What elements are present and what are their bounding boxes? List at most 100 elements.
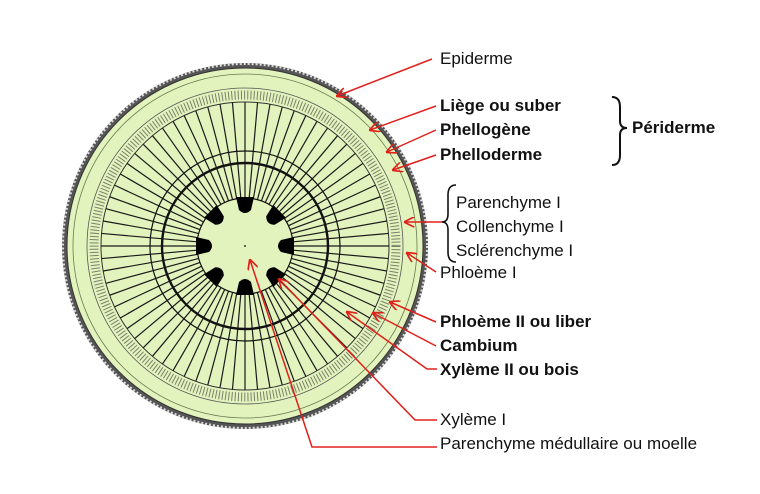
medullary-ray (256, 106, 283, 200)
medullary-ray (260, 110, 295, 202)
medullary-ray (126, 273, 207, 330)
medullary-ray (288, 265, 376, 308)
label-periderme: Périderme (632, 118, 716, 137)
xyleme-1-bundle (196, 237, 212, 255)
label-parenchyme-1: Parenchyme I (456, 193, 561, 212)
arrow-xyleme-1 (279, 279, 437, 421)
medullary-ray (231, 293, 242, 390)
xyleme-1-bundle (236, 279, 254, 295)
medullary-ray (291, 257, 385, 284)
medullary-ray (289, 261, 381, 296)
medullary-ray (161, 127, 218, 208)
medullary-ray (268, 120, 318, 205)
label-phloeme-1: Phloème I (440, 263, 517, 282)
medullary-ray (286, 173, 371, 223)
arrow-epiderme (337, 58, 433, 96)
label-xyleme-1: Xylème I (440, 410, 507, 429)
phloeme-1-band (89, 90, 401, 402)
xyleme-1-bundle-shape (266, 204, 287, 225)
medullary-ray (161, 284, 218, 365)
medullary-ray (260, 290, 295, 382)
arrow-xyleme-2 (347, 312, 437, 370)
medullary-ray (264, 289, 307, 377)
medullary-ray (292, 220, 387, 239)
medullary-ray (142, 279, 212, 349)
medullary-ray (231, 102, 242, 199)
label-phellogene: Phellogène (440, 120, 531, 139)
medullary-ray (219, 104, 238, 199)
xyleme-1-bundle-shape (196, 237, 212, 255)
periderme-brace (611, 96, 628, 166)
medullary-ray (281, 152, 356, 216)
medullary-ray (172, 120, 222, 205)
arrow-moelle (250, 260, 437, 448)
xyleme-1-bundle (236, 197, 254, 213)
medullary-ray (101, 232, 198, 243)
medullary-ray (151, 282, 215, 357)
medullary-ray (105, 208, 199, 235)
medullary-ray (292, 249, 389, 260)
medullary-ray (281, 276, 356, 340)
xyleme-1-bundle (203, 267, 224, 288)
center-dot (244, 245, 246, 247)
xyleme-1-bundle (203, 204, 224, 225)
medullary-ray (278, 143, 348, 213)
label-sclerenchyme-1: Sclérenchyme I (456, 241, 574, 260)
medullary-ray (114, 265, 202, 308)
arrow-phelloderme (393, 154, 437, 170)
liege-cells (62, 63, 428, 429)
label-phelloderme: Phelloderme (440, 145, 543, 164)
medullary-ray (272, 284, 329, 365)
xyleme-ring (149, 150, 341, 342)
medullary-ray (114, 184, 202, 227)
medullary-ray (288, 184, 376, 227)
label-phloeme-2: Phloème II ou liber (440, 312, 592, 331)
medullary-ray (134, 276, 209, 340)
xyleme-1-bundle-shape (203, 267, 224, 288)
label-liege: Liège ou suber (440, 96, 561, 115)
medullary-ray (172, 287, 222, 372)
medullary-ray (183, 289, 226, 377)
xyleme-1-bundle (266, 204, 287, 225)
medullary-ray (101, 249, 198, 260)
medullary-ray (252, 104, 271, 199)
label-moelle: Parenchyme médullaire ou moelle (440, 434, 698, 453)
medullary-ray (256, 292, 283, 386)
medullary-ray (195, 110, 230, 202)
medullary-ray (142, 143, 212, 213)
cambium-ring (160, 161, 330, 331)
xyleme-1-bundle (278, 237, 294, 255)
arrow-cambium (373, 313, 437, 347)
medullary-ray (151, 135, 215, 210)
medullary-ray (207, 106, 234, 200)
arrow-phloeme-2 (390, 302, 437, 323)
label-epiderme: Epiderme (440, 49, 513, 68)
primary-cortex-brace (441, 184, 457, 263)
medullary-ray (272, 127, 329, 208)
medullary-ray (207, 292, 234, 386)
xyleme-1-bundle-shape (278, 237, 294, 255)
medullary-ray (109, 261, 201, 296)
arrow-liege (370, 105, 437, 130)
medullary-ray (292, 253, 387, 272)
medullary-ray (289, 196, 381, 231)
medullary-ray (119, 173, 204, 223)
xyleme-1-bundle-shape (236, 197, 254, 213)
medullary-ray (248, 293, 259, 390)
medullary-ray (195, 290, 230, 382)
medullary-ray (291, 208, 385, 235)
label-cambium: Cambium (440, 336, 518, 355)
arrow-phloeme-1 (407, 253, 437, 273)
medullary-ray (103, 220, 198, 239)
stem-section (62, 63, 428, 429)
medullary-ray (105, 257, 199, 284)
xyleme-1-bundle-shape (266, 267, 287, 288)
medullary-ray (248, 102, 259, 199)
xyleme-1-bundle-shape (236, 279, 254, 295)
medullary-ray (252, 293, 271, 388)
label-collenchyme-1: Collenchyme I (456, 217, 564, 236)
xyleme-1-bundle-shape (203, 204, 224, 225)
medullary-ray (264, 115, 307, 203)
medullary-ray (275, 135, 339, 210)
